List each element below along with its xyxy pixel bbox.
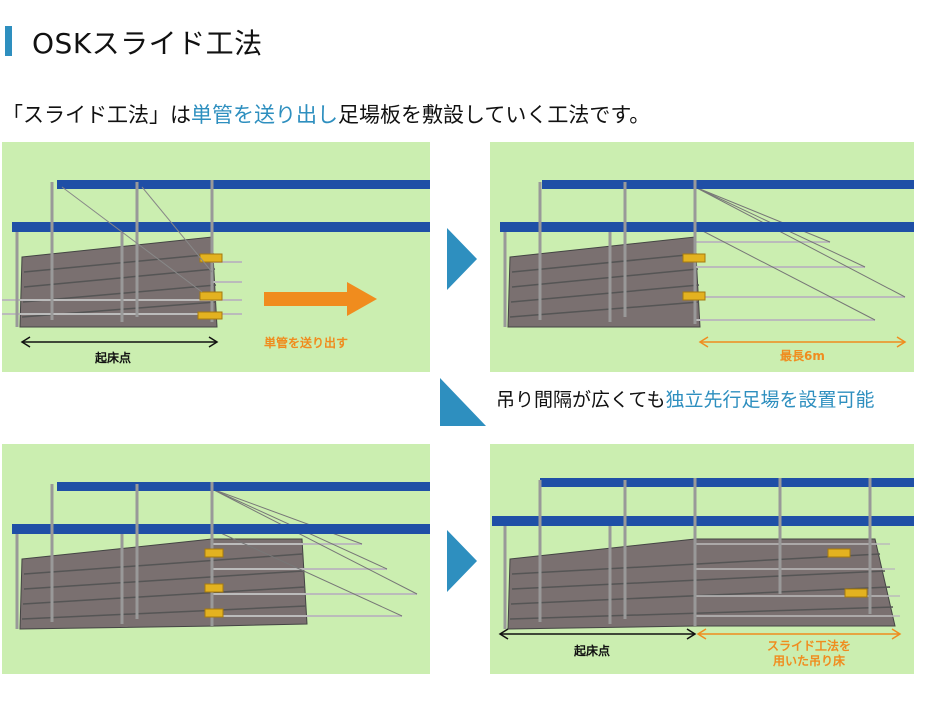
note-highlight: 独立先行足場を設置可能 — [665, 389, 875, 411]
slide-method-label-line2: 用いた吊り床 — [772, 654, 845, 668]
triangle-arrow-right-icon-2 — [447, 530, 477, 592]
triangle-arrow-right-icon — [447, 228, 477, 290]
diagram-panel-complete: 起床点 スライド工法を 用いた吊り床 — [490, 444, 914, 674]
lead-text: 「スライド工法」は単管を送り出し足場板を敷設していく工法です。 — [2, 99, 650, 129]
scaffold-illustration-complete — [492, 478, 914, 640]
page-title: OSKスライド工法 — [32, 27, 263, 60]
max-length-label: 最長6m — [780, 349, 825, 363]
lead-highlight: 単管を送り出し — [191, 103, 338, 127]
note-prefix: 吊り間隔が広くても — [496, 389, 666, 411]
scaffold-illustration-laying — [12, 482, 430, 630]
diagram-panel-initial: 起床点 単管を送り出す — [2, 142, 430, 372]
scaffold-illustration-initial — [2, 180, 430, 348]
push-pipe-label: 単管を送り出す — [264, 336, 349, 350]
triangle-arrow-down-left-icon — [440, 378, 486, 426]
lead-prefix: 「スライド工法」は — [2, 103, 191, 127]
start-point-label: 起床点 — [95, 351, 132, 365]
diagram-panel-extended: 最長6m — [490, 142, 914, 372]
slide-method-label-line1: スライド工法を — [766, 639, 851, 653]
slide-method-label: スライド工法を 用いた吊り床 — [754, 639, 864, 669]
lead-suffix: 足場板を敷設していく工法です。 — [338, 103, 651, 127]
scaffold-illustration-extended — [500, 180, 914, 348]
note-text: 吊り間隔が広くても独立先行足場を設置可能 — [496, 385, 875, 412]
title-accent-bar — [5, 26, 12, 56]
start-point-label-2: 起床点 — [574, 644, 611, 658]
diagram-panel-laying — [2, 444, 430, 674]
